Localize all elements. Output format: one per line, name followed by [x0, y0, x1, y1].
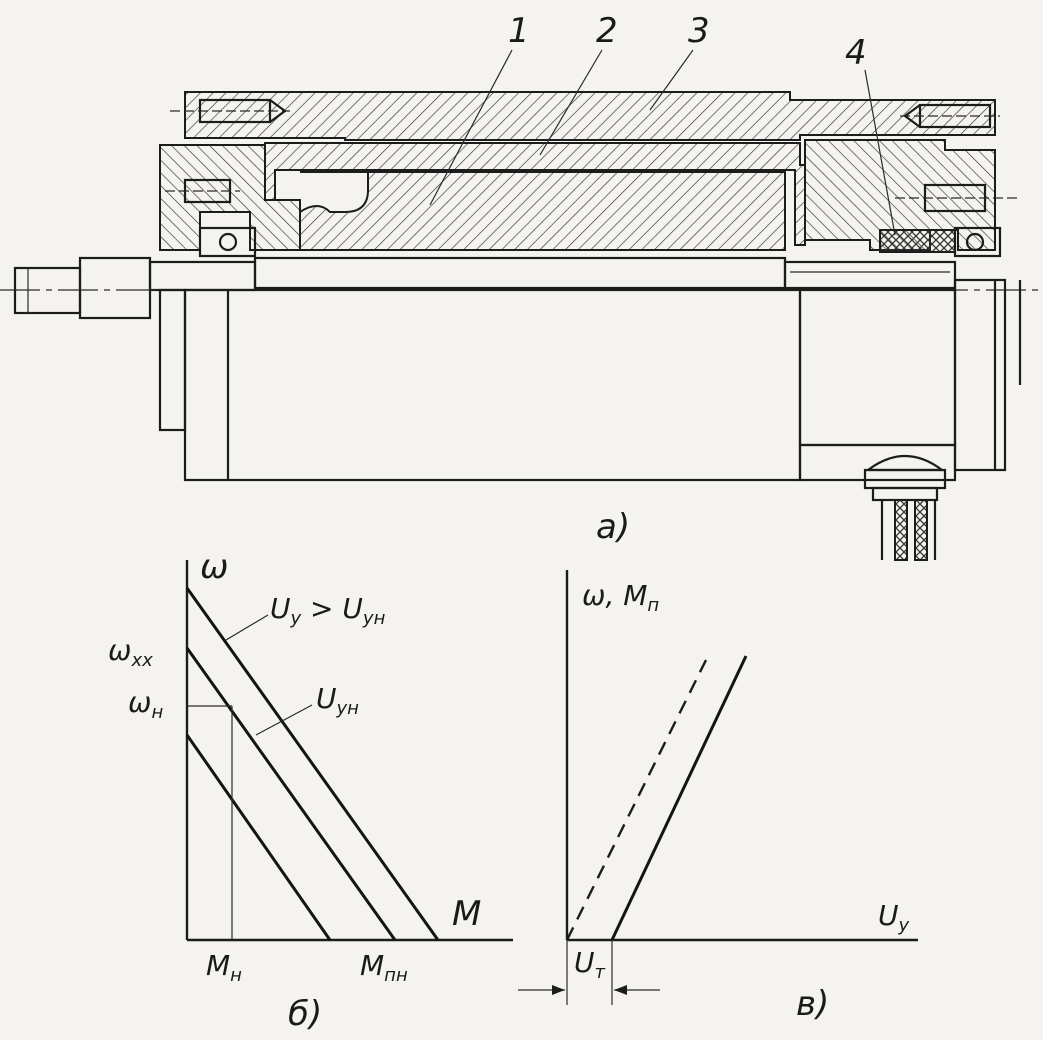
- caption-a: а): [596, 507, 630, 547]
- cable-gland: [863, 454, 947, 561]
- chart-c-threshold-arrows: [518, 985, 660, 995]
- left-bearing: [198, 226, 257, 258]
- right-end-cap: [804, 139, 996, 251]
- leader-line-4: [864, 69, 896, 236]
- commutator: [879, 229, 956, 253]
- inner-stator: [299, 171, 786, 251]
- chart-b-tick-nominal-torque: Mн: [206, 949, 242, 986]
- screw-top-left: [170, 98, 290, 124]
- control-characteristics-chart: ω, Mп Uу Uт в): [518, 570, 918, 1024]
- caption-c: в): [796, 984, 829, 1024]
- motor-body-outline: [158, 278, 1022, 482]
- shaft: [13, 256, 957, 320]
- mechanical-characteristics-chart: ω M ωxx ωн Mн Mпн Uу > Uун Uун б): [108, 547, 513, 1034]
- chart-c-line-speed: [610, 655, 748, 941]
- part-label-2: 2: [596, 11, 618, 51]
- leader-line-3: [649, 49, 694, 111]
- chart-b-tick-nominal-speed: ωн: [128, 686, 163, 723]
- screw-mid-left: [165, 178, 240, 204]
- housing-shell: [184, 91, 996, 141]
- chart-b-tick-starting-torque: Mпн: [360, 949, 408, 986]
- screw-mid-right: [895, 183, 1020, 213]
- chart-c-line-torque-dashed: [565, 659, 708, 941]
- caption-b: б): [288, 994, 322, 1034]
- chart-b-tick-idle-speed: ωxx: [108, 634, 153, 671]
- chart-c-y-axis-label: ω, Mп: [582, 579, 659, 616]
- chart-b-line-label-high: Uу > Uун: [270, 592, 386, 629]
- part-label-3: 3: [688, 11, 710, 51]
- motor-section: 1 2 3 4 а): [0, 11, 1040, 561]
- chart-b-x-axis-label: M: [452, 894, 481, 934]
- hollow-rotor-cup: [264, 142, 806, 246]
- part-label-1: 1: [508, 11, 530, 51]
- leader-line-2: [539, 49, 603, 156]
- chart-b-line-low-voltage: [185, 734, 332, 941]
- chart-c-threshold-label: Uт: [574, 946, 606, 983]
- screw-top-right: [900, 103, 1000, 129]
- chart-b-line-high-voltage: [185, 587, 440, 941]
- chart-b-label-leader-2: [255, 704, 313, 736]
- chart-b-line-nominal: [185, 647, 397, 941]
- chart-b-line-label-nominal: Uун: [316, 682, 359, 719]
- chart-b-y-axis-label: ω: [200, 547, 228, 587]
- part-label-4: 4: [845, 33, 867, 73]
- leader-line-1: [429, 49, 513, 206]
- chart-b-label-leader-1: [225, 614, 269, 641]
- right-bearing: [953, 226, 1002, 258]
- chart-c-x-axis-label: Uу: [878, 899, 910, 936]
